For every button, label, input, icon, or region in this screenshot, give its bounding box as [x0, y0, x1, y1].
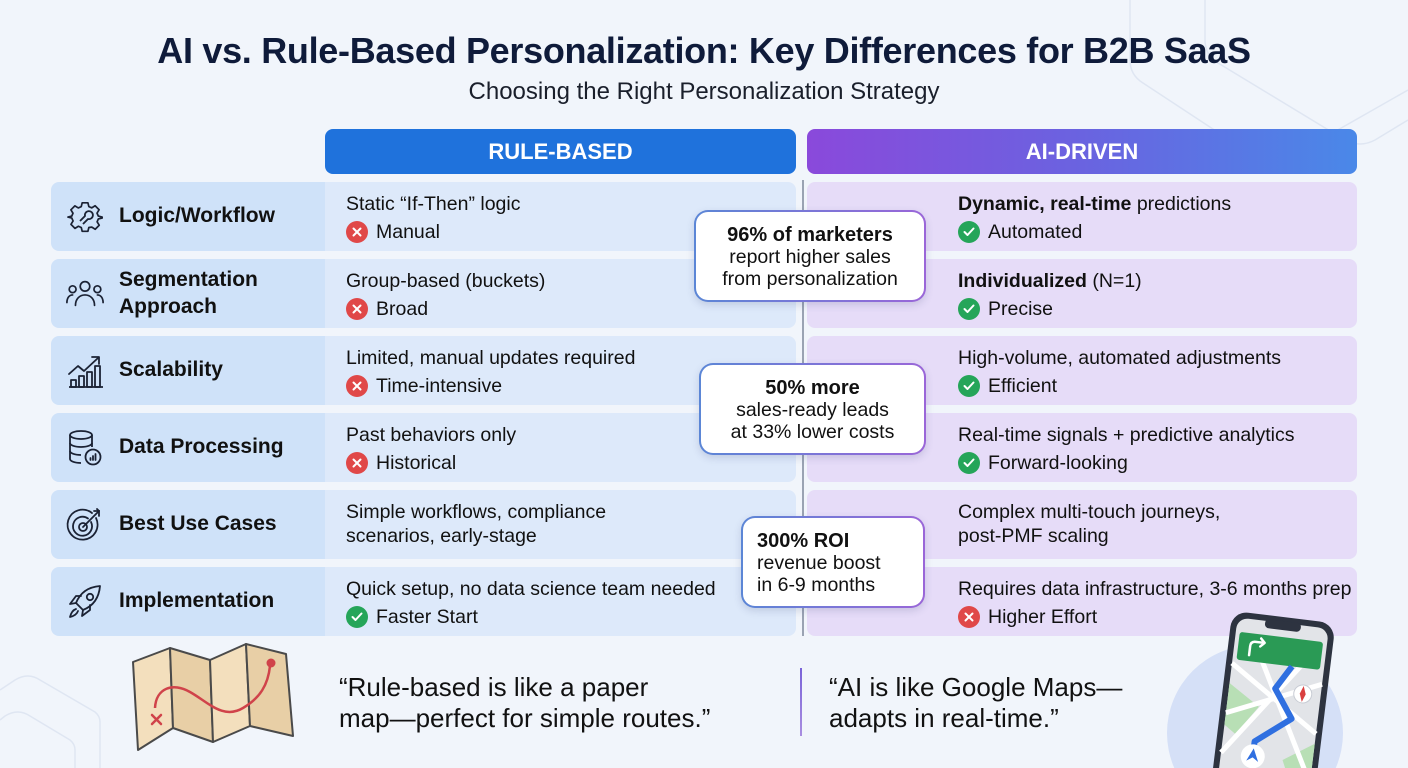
stat-line: sales-ready leads	[736, 399, 889, 421]
row-label: Implementation	[119, 589, 275, 613]
row-label: Best Use Cases	[119, 512, 277, 536]
page-title: AI vs. Rule-Based Personalization: Key D…	[157, 30, 1251, 71]
row-label-cell: Segmentation Approach	[51, 259, 325, 328]
rule-description-line2: scenarios, early-stage	[346, 525, 537, 547]
ai-status: Precise	[958, 295, 1357, 323]
growth-chart-icon	[65, 351, 105, 391]
x-circle-icon	[346, 298, 368, 320]
ai-description: Dynamic, real-time predictions	[958, 193, 1232, 215]
x-circle-icon	[346, 452, 368, 474]
check-circle-icon	[958, 221, 980, 243]
rule-status-text: Broad	[376, 298, 429, 320]
target-arrow-icon	[65, 505, 105, 545]
ai-status: Automated	[958, 218, 1357, 246]
rule-status: Broad	[346, 295, 796, 323]
row-label-cell: Logic/Workflow	[51, 182, 325, 251]
stat-line: in 6-9 months	[757, 574, 876, 596]
check-circle-icon	[958, 298, 980, 320]
rule-status: Historical	[346, 449, 796, 477]
rule-based-cell: Quick setup, no data science team needed…	[325, 567, 796, 636]
stat-line: from personalization	[722, 268, 898, 290]
check-circle-icon	[958, 452, 980, 474]
rule-status-text: Manual	[376, 221, 440, 243]
rule-description: Past behaviors only	[346, 424, 517, 446]
paper-map-icon	[132, 643, 294, 751]
database-analytics-icon	[65, 428, 105, 468]
row-label-cell: Scalability	[51, 336, 325, 405]
rule-description: Group-based (buckets)	[346, 270, 546, 292]
rule-status: Time-intensive	[346, 372, 796, 400]
ai-description: Complex multi-touch journeys,	[958, 501, 1221, 523]
ai-status: Higher Effort	[958, 603, 1357, 631]
ai-status: Forward-looking	[958, 449, 1357, 477]
page-subtitle: Choosing the Right Personalization Strat…	[468, 78, 940, 105]
quote-line: “Rule-based is like a paper	[339, 672, 649, 702]
stat-callout-roi: 300% ROI revenue boost in 6-9 months	[741, 516, 925, 608]
quote-accent-bar	[800, 668, 802, 736]
row-label: Segmentation Approach	[119, 268, 258, 318]
ai-status-text: Forward-looking	[988, 452, 1128, 474]
x-circle-icon	[346, 221, 368, 243]
stat-headline: 96% of marketers	[727, 224, 893, 246]
check-circle-icon	[958, 375, 980, 397]
stat-line: revenue boost	[757, 552, 881, 574]
ai-description: Real-time signals + predictive analytics	[958, 424, 1295, 446]
ai-status-text: Efficient	[988, 375, 1058, 397]
rule-status: Faster Start	[346, 603, 796, 631]
ai-status: Efficient	[958, 372, 1357, 400]
row-label-cell: Implementation	[51, 567, 325, 636]
x-circle-icon	[346, 375, 368, 397]
stat-line: at 33% lower costs	[730, 421, 895, 443]
rule-based-column-header: RULE-BASED	[325, 129, 796, 174]
stat-headline: 50% more	[765, 377, 860, 399]
stat-line: report higher sales	[729, 246, 891, 268]
ai-driven-cell: Dynamic, real-time predictions Automated	[807, 182, 1357, 251]
rule-based-cell: Simple workflows, compliance scenarios, …	[325, 490, 796, 559]
rule-description: Simple workflows, compliance	[346, 501, 607, 523]
gear-wrench-icon	[65, 197, 105, 237]
quote-line: “AI is like Google Maps—	[829, 672, 1123, 702]
ai-driven-column-header: AI-DRIVEN	[807, 129, 1357, 174]
check-circle-icon	[346, 606, 368, 628]
phone-navigation-icon	[1167, 612, 1343, 768]
row-label-cell: Data Processing	[51, 413, 325, 482]
stat-callout-leads: 50% more sales-ready leads at 33% lower …	[699, 363, 926, 455]
quote-line: map—perfect for simple routes.”	[339, 703, 711, 733]
rule-status-text: Faster Start	[376, 606, 478, 628]
row-label: Logic/Workflow	[119, 204, 275, 228]
row-label: Scalability	[119, 358, 223, 382]
ai-description-line2: post-PMF scaling	[958, 525, 1109, 547]
ai-description: High-volume, automated adjustments	[958, 347, 1281, 369]
row-label: Data Processing	[119, 435, 284, 459]
ai-status-text: Automated	[988, 221, 1083, 243]
ai-status-text: Higher Effort	[988, 606, 1098, 628]
ai-description: Individualized (N=1)	[958, 270, 1142, 292]
stat-callout-marketers: 96% of marketers report higher sales fro…	[694, 210, 926, 302]
stat-headline: 300% ROI	[757, 530, 850, 552]
rule-based-quote: “Rule-based is like a paper map—perfect …	[339, 672, 710, 734]
row-label-cell: Best Use Cases	[51, 490, 325, 559]
people-group-icon	[65, 274, 105, 314]
rule-description: Static “If-Then” logic	[346, 193, 521, 215]
ai-quote: “AI is like Google Maps— adapts in real-…	[829, 672, 1122, 734]
rocket-icon	[65, 582, 105, 622]
rule-description: Limited, manual updates required	[346, 347, 636, 369]
rule-description: Quick setup, no data science team needed	[346, 578, 716, 600]
rule-status-text: Historical	[376, 452, 457, 474]
ai-description: Requires data infrastructure, 3-6 months…	[958, 578, 1352, 600]
rule-status: Manual	[346, 218, 796, 246]
rule-status-text: Time-intensive	[376, 375, 503, 397]
quote-line: adapts in real-time.”	[829, 703, 1059, 733]
x-circle-icon	[958, 606, 980, 628]
ai-status-text: Precise	[988, 298, 1054, 320]
